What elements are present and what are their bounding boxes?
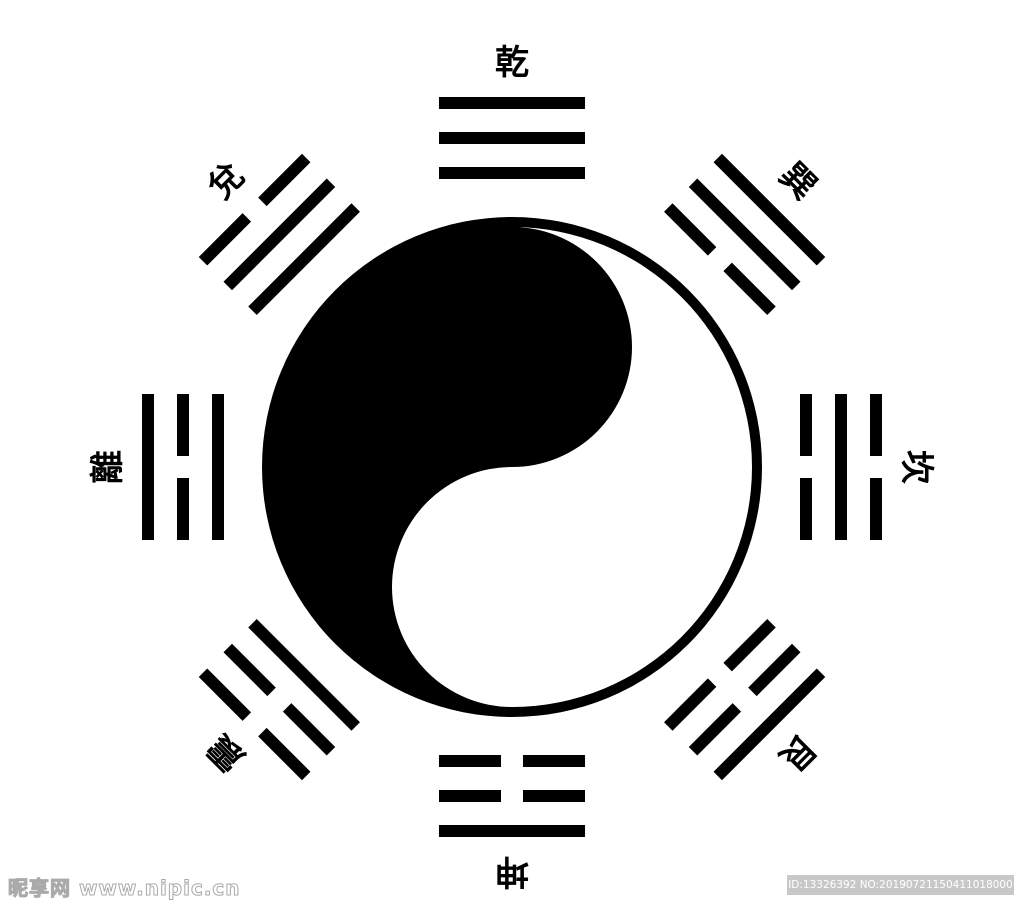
broken-yao-segment (177, 478, 189, 540)
trigram-label: 坤 (495, 851, 529, 891)
yin-yang-symbol (262, 217, 762, 717)
trigram-1: 巽 (664, 153, 826, 315)
broken-yao-segment (664, 678, 717, 731)
trigram-label: 坎 (896, 450, 936, 484)
broken-yao-segment (198, 668, 252, 721)
image-id-label: ID:13326392 NO:20190721150411018000 (787, 875, 1014, 895)
broken-yao-segment (688, 703, 742, 756)
watermark-logo: 昵享网 www.nipic.cn (8, 876, 241, 901)
yin-dot (481, 316, 543, 378)
broken-yao-segment (258, 727, 311, 781)
broken-yao-segment (723, 262, 776, 315)
trigram-5: 震 (198, 619, 360, 781)
solid-yao-line (248, 203, 360, 315)
broken-yao-segment (800, 394, 812, 456)
trigram-7: 兌 (198, 153, 360, 315)
solid-yao-line (835, 394, 847, 540)
solid-yao-line (439, 825, 585, 837)
solid-yao-line (248, 619, 360, 731)
broken-yao-segment (177, 394, 189, 456)
solid-yao-line (713, 153, 826, 266)
trigram-2: 坎 (800, 394, 936, 540)
trigram-6: 離 (88, 394, 224, 540)
broken-yao-segment (439, 755, 501, 767)
trigram-label: 離 (88, 450, 128, 484)
broken-yao-segment (439, 790, 501, 802)
broken-yao-segment (870, 394, 882, 456)
solid-yao-line (212, 394, 224, 540)
trigram-label: 艮 (771, 727, 824, 780)
broken-yao-segment (258, 153, 311, 207)
solid-yao-line (688, 178, 801, 291)
solid-yao-line (439, 167, 585, 179)
solid-yao-line (713, 668, 826, 781)
solid-yao-line (223, 178, 336, 291)
broken-yao-segment (800, 478, 812, 540)
trigram-4: 坤 (439, 755, 585, 891)
broken-yao-segment (523, 755, 585, 767)
trigram-label: 兌 (200, 155, 252, 207)
trigram-label: 震 (199, 726, 252, 779)
broken-yao-segment (870, 478, 882, 540)
broken-yao-segment (223, 643, 276, 697)
broken-yao-segment (198, 213, 252, 266)
broken-yao-segment (664, 203, 717, 256)
solid-yao-line (142, 394, 154, 540)
yang-dot (482, 557, 542, 617)
trigram-3: 艮 (664, 619, 826, 781)
solid-yao-line (439, 132, 585, 144)
trigram-label: 巽 (772, 155, 824, 207)
trigram-label: 乾 (495, 43, 529, 83)
trigram-0: 乾 (439, 43, 585, 179)
broken-yao-segment (523, 790, 585, 802)
broken-yao-segment (748, 643, 801, 697)
broken-yao-segment (282, 703, 336, 756)
broken-yao-segment (723, 619, 776, 672)
solid-yao-line (439, 97, 585, 109)
